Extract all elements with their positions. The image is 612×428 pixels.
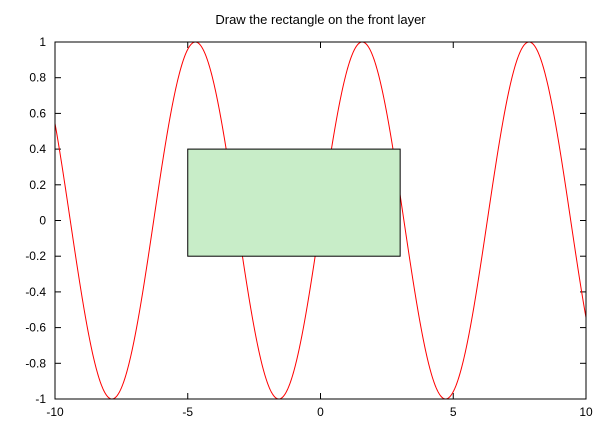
x-tick-label: 5 xyxy=(450,405,457,419)
y-tick-label: 0.4 xyxy=(29,142,46,156)
y-tick-label: 0.6 xyxy=(29,106,46,120)
x-tick-label: 10 xyxy=(579,405,593,419)
plot-border xyxy=(54,41,587,400)
y-tick-label: -0.6 xyxy=(25,321,46,335)
y-tick-label: -0.4 xyxy=(25,285,46,299)
y-tick-label: -0.2 xyxy=(25,249,46,263)
y-tick-label: 0 xyxy=(39,214,46,228)
x-tick-label: -10 xyxy=(46,405,64,419)
chart-title: Draw the rectangle on the front layer xyxy=(215,12,426,27)
front-layer-rectangle xyxy=(187,148,401,257)
y-tick-label: 0.2 xyxy=(29,178,46,192)
y-tick-label: -0.8 xyxy=(25,356,46,370)
x-tick-label: 0 xyxy=(317,405,324,419)
tick-labels: -1 -0.8 -0.6 -0.4 -0.2 0 0.2 0.4 0.6 0.8 1 -10 -5 0 5 1… xyxy=(25,35,593,419)
y-tick-label: 1 xyxy=(39,35,46,49)
y-tick-label: 0.8 xyxy=(29,71,46,85)
x-tick-label: -5 xyxy=(182,405,193,419)
y-tick-label: -1 xyxy=(35,392,46,406)
